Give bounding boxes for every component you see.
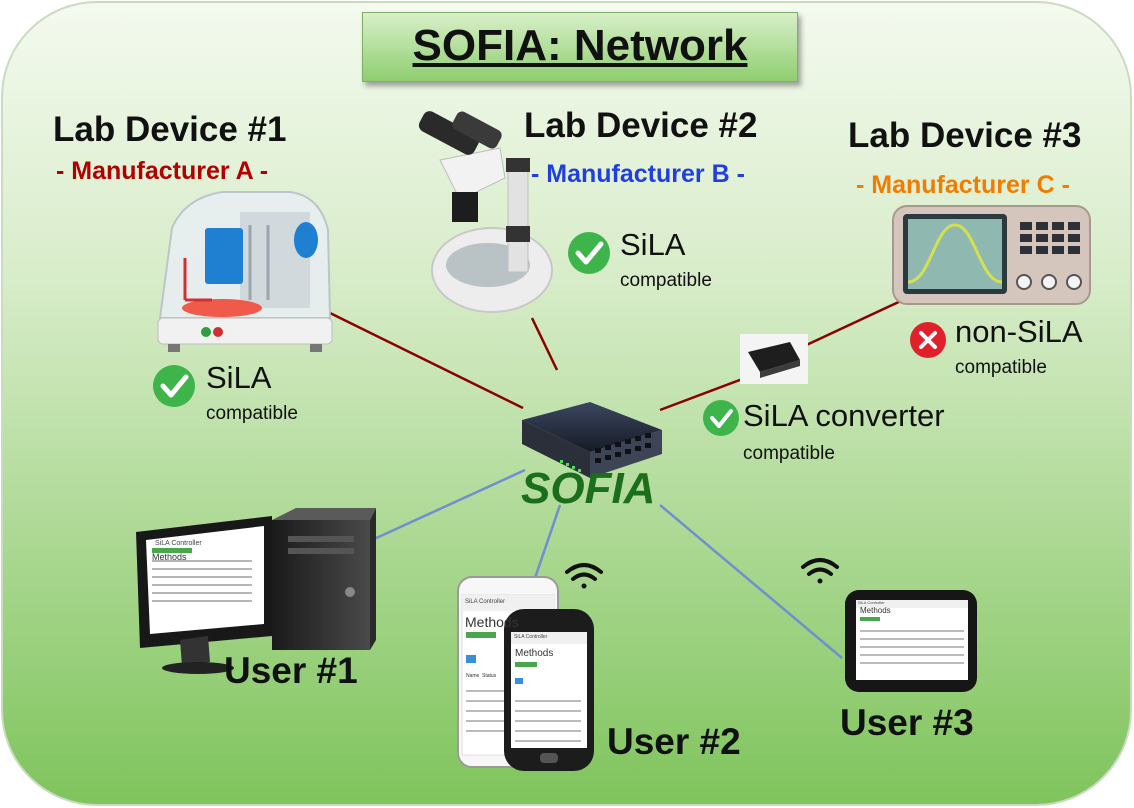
user-1-label: User #1 [224, 650, 358, 691]
desktop-screen-heading: Methods [152, 552, 187, 562]
check-icon [703, 400, 739, 436]
link-device-3 [799, 298, 904, 350]
phone-1-col-status: Status [482, 673, 497, 679]
converter-box-icon [740, 334, 808, 384]
check-icon [153, 365, 195, 407]
link-converter [659, 376, 746, 412]
link-user-2 [533, 504, 562, 579]
link-device-1 [329, 311, 524, 410]
tablet-heading: Methods [860, 606, 891, 615]
device-2-manufacturer: - Manufacturer B - [531, 160, 745, 188]
check-icon [568, 232, 610, 274]
oscilloscope-icon [892, 205, 1091, 305]
cnc-machine-icon [157, 191, 333, 352]
user-2-label: User #2 [607, 721, 741, 762]
link-user-3 [659, 504, 843, 659]
phone-1-app-name: SiLA Controller [465, 599, 506, 605]
device-3-manufacturer: - Manufacturer C - [856, 171, 1070, 199]
device-3-name: Lab Device #3 [848, 116, 1082, 155]
cross-icon [910, 322, 946, 358]
microscope-icon [418, 111, 553, 313]
device-2-status: SiLA [620, 227, 686, 262]
converter-status: SiLA converter [743, 398, 945, 433]
user-3-label: User #3 [840, 702, 974, 743]
tablet-icon [845, 590, 977, 692]
device-3-status: non-SiLA [955, 314, 1083, 349]
device-2-status-sub: compatible [620, 270, 712, 291]
device-1-manufacturer: - Manufacturer A - [56, 157, 269, 185]
phone-2-heading: Methods [515, 648, 554, 659]
network-switch-icon [522, 402, 662, 478]
phone-1-col-name: Name [466, 673, 480, 679]
phone-1-heading: Methods [465, 614, 519, 630]
wifi-icon [801, 558, 839, 584]
desktop-screen-app-name: SiLA Controller [155, 540, 202, 547]
device-1-status: SiLA [206, 360, 272, 395]
phone-2-app-name: SiLA Controller [514, 634, 548, 640]
page-title: SOFIA: Network [412, 21, 748, 70]
desktop-computer-icon [136, 508, 376, 674]
device-3-status-sub: compatible [955, 357, 1047, 378]
hub-label: SOFIA [521, 464, 656, 513]
smartphone-icon [457, 576, 594, 771]
device-1-status-sub: compatible [206, 403, 298, 424]
link-device-2 [530, 317, 559, 371]
wifi-icon [565, 563, 603, 589]
title-banner: SOFIA: Network [362, 12, 798, 82]
device-2-name: Lab Device #2 [524, 106, 758, 145]
converter-status-sub: compatible [743, 443, 835, 464]
device-1-name: Lab Device #1 [53, 110, 287, 149]
tablet-app-name: SiLA Controller [858, 600, 885, 605]
link-user-1 [371, 468, 526, 542]
